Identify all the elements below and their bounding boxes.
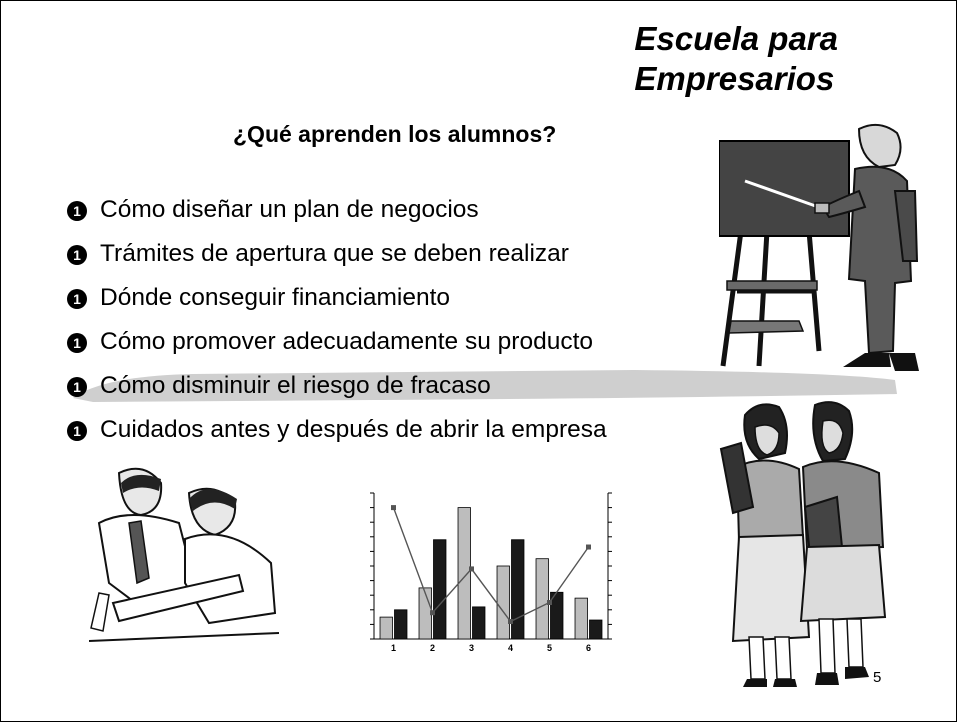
chart-bar: [418, 587, 432, 640]
chart-bar: [379, 616, 393, 640]
chart-bar: [457, 507, 471, 640]
number-one-bullet-icon: 1: [67, 201, 87, 221]
chart-bar: [589, 619, 603, 640]
chart-point: [586, 544, 591, 550]
bullet-item: 1 Dónde conseguir financiamiento: [67, 276, 607, 320]
chart-point: [469, 566, 474, 572]
bullet-text: Cuidados antes y después de abrir la emp…: [100, 416, 607, 443]
chart-point: [430, 610, 435, 616]
bullet-item: 1 Cómo disminuir el riesgo de fracaso: [67, 364, 607, 408]
chart-bar: [496, 565, 510, 640]
chart-point: [508, 618, 513, 624]
bullet-item: 1 Cuidados antes y después de abrir la em…: [67, 408, 607, 452]
bullet-item: 1 Cómo diseñar un plan de negocios: [67, 188, 607, 232]
chart-bar: [511, 539, 525, 640]
number-one-bullet-icon: 1: [67, 333, 87, 353]
two-workers-clipart: [89, 467, 279, 642]
slide-title: Escuela para Empresarios: [634, 19, 838, 99]
bullet-text: Cómo diseñar un plan de negocios: [100, 196, 479, 223]
title-line-2: Empresarios: [634, 60, 835, 97]
x-tick-label: 3: [469, 643, 474, 653]
x-tick-label: 4: [508, 643, 513, 653]
two-students-clipart: [719, 401, 887, 687]
bullet-item: 1 Cómo promover adecuadamente su producto: [67, 320, 607, 364]
chart-bar: [433, 539, 447, 640]
chart-bar: [574, 597, 588, 640]
x-tick-label: 2: [430, 643, 435, 653]
bullet-text: Trámites de apertura que se deben realiz…: [100, 240, 569, 267]
bullet-text: Dónde conseguir financiamiento: [100, 284, 451, 311]
bullet-item: 1 Trámites de apertura que se deben reali…: [67, 232, 607, 276]
slide-subtitle: ¿Qué aprenden los alumnos?: [233, 121, 557, 147]
bullet-text: Cómo disminuir el riesgo de fracaso: [100, 372, 491, 399]
chart-bar: [472, 606, 486, 640]
bullet-text: Cómo promover adecuadamente su producto: [100, 328, 594, 355]
title-line-1: Escuela para: [634, 20, 838, 57]
chart-bar: [535, 558, 549, 640]
number-one-bullet-icon: 1: [67, 245, 87, 265]
x-tick-label: 5: [547, 643, 552, 653]
chart-bar: [394, 609, 408, 640]
teacher-chalkboard-clipart: [719, 123, 919, 371]
number-one-bullet-icon: 1: [67, 289, 87, 309]
number-one-bullet-icon: 1: [67, 377, 87, 397]
chart-point: [391, 505, 396, 511]
highlight-stroke: [73, 370, 897, 402]
page-number: 5: [873, 669, 882, 686]
x-tick-label: 6: [586, 643, 591, 653]
bar-line-chart: 1 2 3 4 5 6: [370, 492, 612, 653]
number-one-bullet-icon: 1: [67, 421, 87, 441]
chart-point: [547, 600, 552, 605]
x-tick-label: 1: [391, 643, 396, 653]
chart-line: [392, 507, 590, 623]
